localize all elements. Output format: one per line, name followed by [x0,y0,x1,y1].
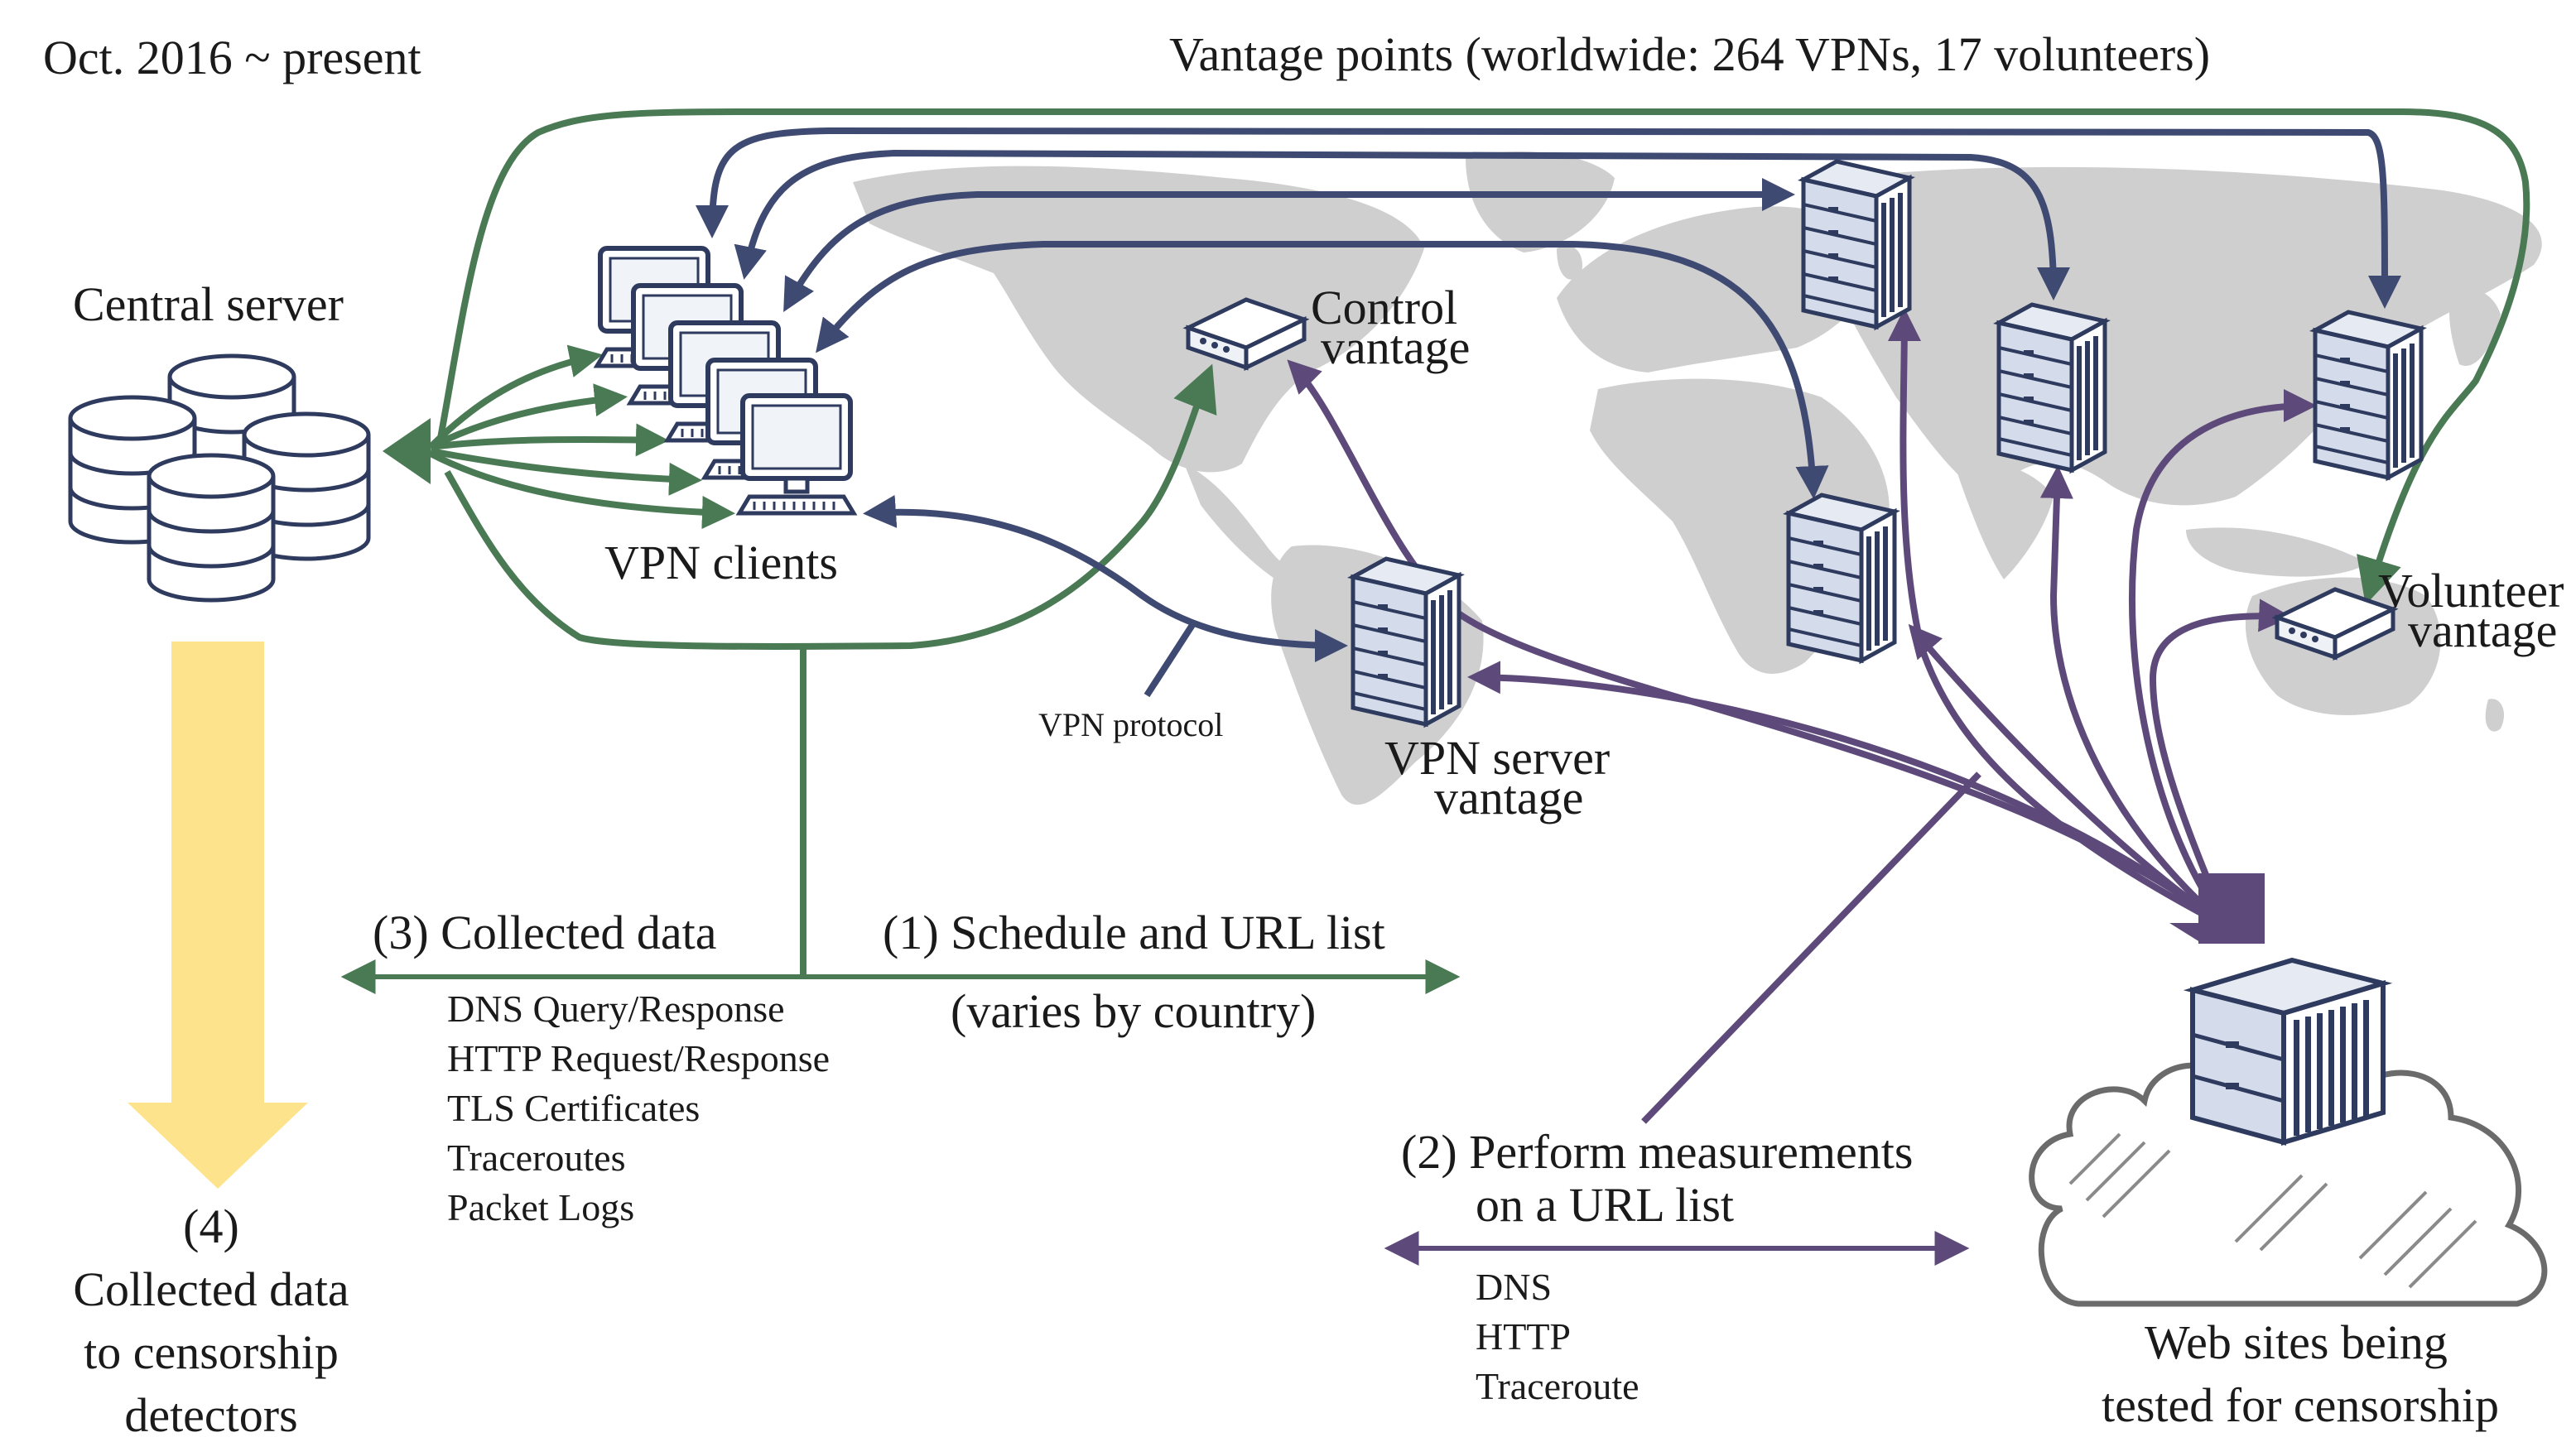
step3-item: TLS Certificates [447,1087,701,1129]
web-sites-label-2: tested for censorship [2102,1378,2499,1432]
perform-leader [1641,771,1981,1124]
path-server-to-volunteer [436,108,2530,605]
step3-item: Traceroutes [447,1137,626,1179]
step4-title-1: (4) [183,1199,239,1253]
navy-paths [696,127,2401,698]
step3-item: Packet Logs [447,1186,635,1228]
volunteer-vantage-label-2: vantage [2408,603,2558,657]
vpn-server-vantage-label-2: vantage [1434,771,1584,824]
path-web-to-volunteer [2149,598,2292,929]
path-web-to-asia [2039,465,2230,930]
path-client-server-europe [783,178,1795,312]
server-rack-icon-asia [1999,305,2105,470]
path-client-server-far-1 [696,127,2401,309]
web-sites-arrowhead-tip [2169,923,2265,944]
path-web-to-vpnserver [1467,661,2230,930]
timeline [340,959,1970,1266]
path-web-to-control [1287,359,2230,930]
web-sites-cloud-icon [2029,957,2548,1307]
vpn-protocol-leader [1144,622,1196,698]
path-client-server-far-2 [734,149,2070,300]
vpn-server-vantage-label-1: VPN server [1384,731,1611,785]
server-rack-icon-europe [1803,161,1909,327]
step1-title: (1) Schedule and URL list [883,906,1385,959]
path-fan-1 [428,344,603,449]
path-fan-4 [430,448,702,496]
vpn-protocol-label: VPN protocol [1038,706,1224,743]
map-uk [1557,245,1582,280]
path-fan-3 [430,423,669,457]
map-india [1954,461,2054,579]
server-rack-icon-south-america [1353,559,1459,724]
step3-item: DNS Query/Response [447,988,785,1030]
path-web-to-africa [1908,623,2230,930]
step2-item: DNS [1476,1266,1553,1308]
vpn-clients-pc-icon [597,248,854,513]
vpn-clients-label: VPN clients [604,536,838,589]
path-fan-5 [429,450,735,529]
purple-paths [1287,308,2317,1124]
path-fan-2 [429,383,628,450]
step1-note: (varies by country) [951,984,1317,1038]
map-se-asia [2186,527,2368,577]
path-client-server-africa [816,241,1829,499]
central-server-db-icon [70,356,368,600]
control-vantage-label-2: vantage [1321,320,1471,374]
step4-title-4: detectors [124,1388,298,1442]
vantage-points-title: Vantage points (worldwide: 264 VPNs, 17 … [1169,27,2211,81]
step3-title: (3) Collected data [373,906,717,959]
map-japan [2449,289,2501,366]
central-server-label: Central server [73,277,344,331]
map-new-zealand [2485,699,2505,732]
step2-title-1: (2) Perform measurements [1401,1125,1914,1179]
control-vantage-label-1: Control [1311,281,1458,334]
step2-item: HTTP [1476,1315,1571,1358]
collected-data-arrow [128,642,308,1189]
web-sites-label-1: Web sites being [2145,1315,2448,1369]
path-web-to-asia-east [2128,389,2317,930]
volunteer-vantage-label-1: Volunteer [2378,564,2564,618]
path-client-server-samerica [863,494,1348,662]
step3-item: HTTP Request/Response [447,1037,831,1079]
map-greenland [1466,151,1615,252]
period-label: Oct. 2016 ~ present [43,31,421,84]
server-rack-icon-africa [1789,495,1895,661]
step2-title-2: on a URL list [1476,1178,1735,1232]
step4-title-2: Collected data [73,1262,349,1316]
central-server-arrowhead [383,418,431,484]
step2-item: Traceroute [1476,1365,1639,1407]
step4-title-3: to censorship [84,1325,339,1379]
server-rack-icon-east-asia [2315,312,2421,478]
